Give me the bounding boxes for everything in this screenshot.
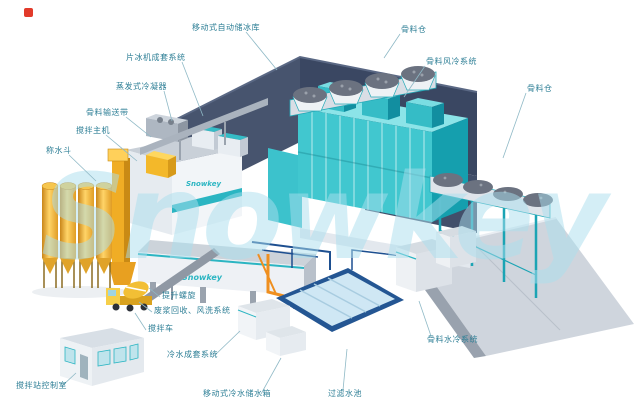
bucket-elevator [107, 148, 136, 285]
label-control-room: 搅拌站控制室 [16, 381, 67, 390]
label-ice-storage: 移动式自动储冰库 [192, 23, 260, 32]
label-aggregate-air-cooling: 骨料风冷系统 [426, 57, 477, 66]
label-cold-water-tank: 移动式冷水储水箱 [203, 389, 271, 398]
orange-stairs [257, 253, 285, 298]
label-aggregate-water-cooling: 骨料水冷系统 [427, 335, 478, 344]
aggregate-belt-conveyor [140, 98, 268, 160]
label-mixer-host: 搅拌主机 [76, 126, 110, 135]
control-room-building [60, 328, 144, 386]
lifting-screw-conveyor [144, 248, 220, 302]
cold-water-tank [266, 326, 306, 356]
label-mixer-truck: 搅拌车 [148, 324, 174, 333]
building-brand-text: Snowkey [186, 180, 221, 188]
label-aggregate-bin-top: 骨料仓 [401, 25, 427, 34]
flake-ice-machines [192, 125, 248, 157]
leader-lines [61, 31, 527, 395]
cement-silos [32, 148, 136, 298]
mixer-truck [106, 281, 152, 312]
label-flake-ice-system: 片冰机成套系统 [126, 53, 186, 62]
label-water-weighing-hopper: 称水斗 [46, 146, 72, 155]
yellow-machine [146, 151, 176, 178]
ice-machine-building: Snowkey [126, 114, 248, 235]
label-cold-water-system: 冷水成套系统 [167, 350, 218, 359]
mixing-building-brand-text: Snowkey [182, 273, 223, 282]
water-cooling-units [395, 226, 476, 292]
label-aggregate-conveyor: 骨料输送带 [86, 108, 129, 117]
label-lifting-screw: 提升螺旋 [162, 291, 196, 300]
watermark-text: Snowkey [41, 148, 612, 286]
logo-mark [24, 8, 33, 17]
label-filter-pool: 过滤水池 [328, 389, 362, 398]
filter-pool [276, 268, 404, 332]
label-aggregate-bin-right: 骨料仓 [527, 84, 553, 93]
label-slurry-air-wash-system: 废浆回收、风洗系统 [154, 306, 231, 315]
label-evaporative-condenser: 蒸发式冷凝器 [116, 82, 167, 91]
aggregate-bins-top [289, 66, 437, 117]
